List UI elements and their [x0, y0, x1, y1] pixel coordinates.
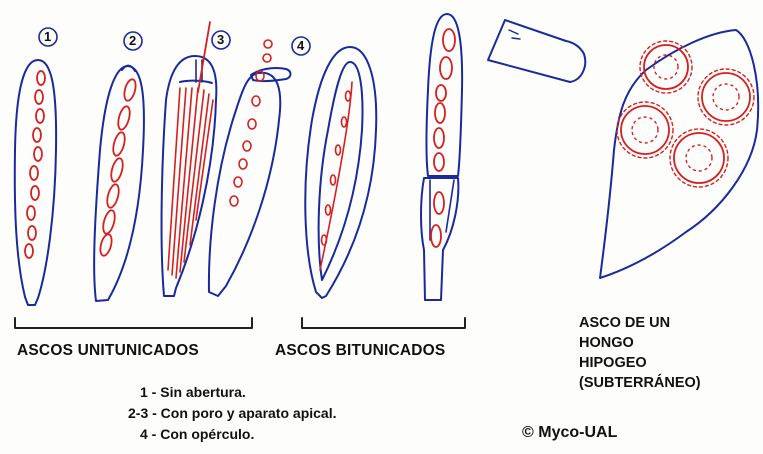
- bitunicate-ascus-extended: [421, 14, 462, 300]
- legend-item-2: 2-3 - Con poro y aparato apical.: [128, 404, 337, 423]
- hypogeous-label-line-4: (SUBTERRÁNEO): [579, 373, 701, 393]
- hypogeous-label-line-1: ASCO DE UN: [579, 313, 670, 333]
- ascus-3-apical-apparatus: [162, 22, 230, 296]
- ascus-2-apical-pore: [94, 32, 144, 301]
- legend-item-1: 1 - Sin abertura.: [140, 383, 246, 402]
- bitunicate-bracket: [302, 318, 465, 328]
- ascus-4-operculum: [209, 37, 310, 296]
- hypogeous-ascus: [600, 30, 758, 278]
- unitunicate-bracket: [15, 318, 252, 328]
- hypogeous-label-line-3: HIPOGEO: [579, 353, 647, 373]
- legend-item-3: 4 - Con opérculo.: [140, 425, 254, 444]
- outer-wall-cap: [488, 20, 585, 82]
- ascus-1-no-opening: [15, 28, 57, 305]
- copyright: © Myco-UAL: [522, 424, 617, 442]
- unitunicate-label: ASCOS UNITUNICADOS: [17, 342, 199, 360]
- bitunicate-label: ASCOS BITUNICADOS: [275, 342, 445, 360]
- bitunicate-ascus-intact: [305, 47, 376, 298]
- hypogeous-label-line-2: HONGO: [579, 333, 634, 353]
- number-2: 2: [129, 33, 136, 48]
- number-1: 1: [44, 29, 51, 44]
- number-4: 4: [297, 38, 304, 53]
- number-3: 3: [217, 32, 224, 47]
